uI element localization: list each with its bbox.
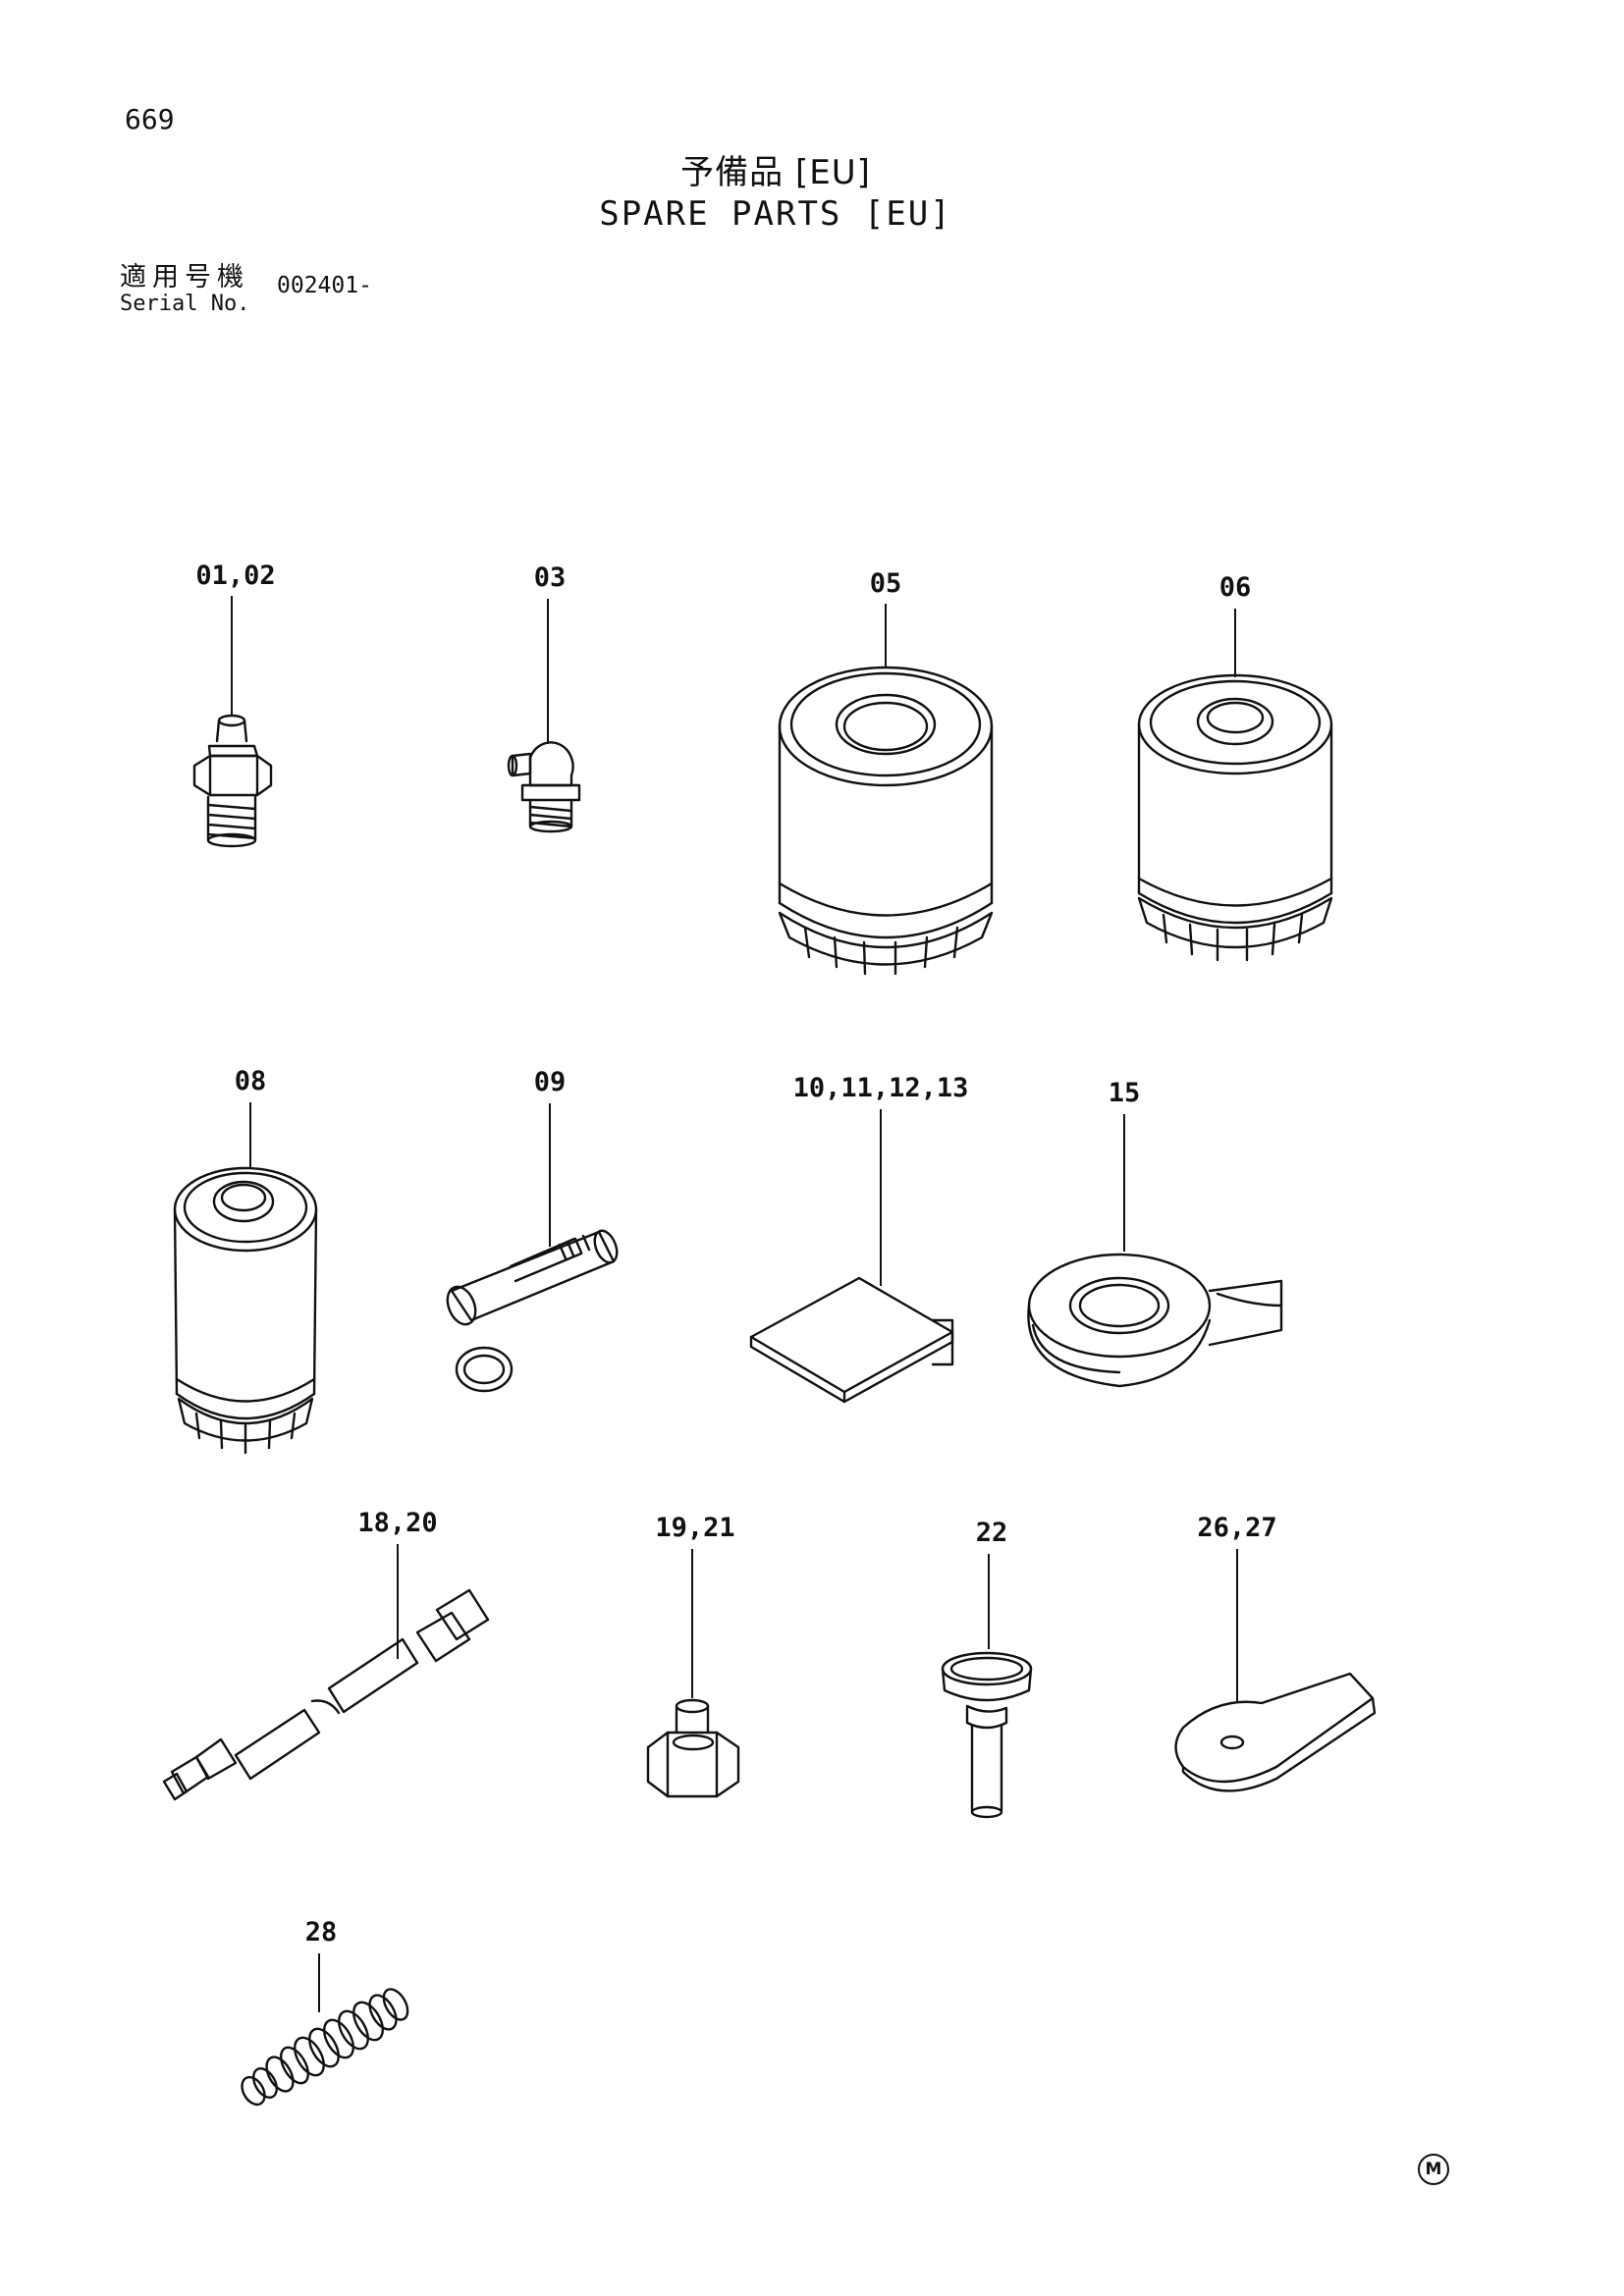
callout-10-13: 10,11,12,13 xyxy=(793,1073,969,1103)
part-06-filter: 06 xyxy=(1137,572,1333,962)
serial-label-english: Serial No. xyxy=(120,292,250,316)
callout-28: 28 xyxy=(305,1917,338,1948)
part-26-27-seal: 26,27 xyxy=(1174,1513,1377,1792)
callout-09: 09 xyxy=(534,1067,567,1097)
callout-01-02: 01,02 xyxy=(195,561,275,591)
callout-18-20: 18,20 xyxy=(357,1508,437,1538)
callout-19-21: 19,21 xyxy=(655,1513,734,1543)
part-28-spring: 28 xyxy=(241,1917,409,2107)
callout-22: 22 xyxy=(976,1518,1008,1548)
callout-08: 08 xyxy=(235,1066,267,1096)
callout-15: 15 xyxy=(1109,1078,1141,1108)
part-05-filter: 05 xyxy=(778,568,994,976)
callout-26-27: 26,27 xyxy=(1197,1513,1276,1543)
part-22-strainer: 22 xyxy=(941,1518,1033,1819)
callout-05: 05 xyxy=(870,568,902,599)
part-09-sleeve: 09 xyxy=(446,1067,619,1393)
part-08-filter: 08 xyxy=(173,1066,318,1455)
part-03-angle-grease-nipple: 03 xyxy=(507,562,581,833)
page-number: 669 xyxy=(125,103,175,135)
part-18-20-hose: 18,20 xyxy=(162,1508,490,1801)
callout-03: 03 xyxy=(534,562,567,593)
page-title-japanese: 予備品 [EU] xyxy=(680,153,871,192)
part-10-13-shim: 10,11,12,13 xyxy=(749,1073,969,1404)
part-15-seal-tape: 15 xyxy=(1027,1078,1283,1388)
callout-06: 06 xyxy=(1219,572,1252,603)
part-01-02-grease-nipple: 01,02 xyxy=(192,561,276,848)
serial-value: 002401- xyxy=(277,273,372,298)
part-19-21-fitting: 19,21 xyxy=(646,1513,740,1798)
manufacturer-mark: M xyxy=(1418,2154,1449,2185)
serial-label-japanese: 適用号機 xyxy=(120,262,249,293)
page-title-english: SPARE PARTS [EU] xyxy=(599,194,952,234)
